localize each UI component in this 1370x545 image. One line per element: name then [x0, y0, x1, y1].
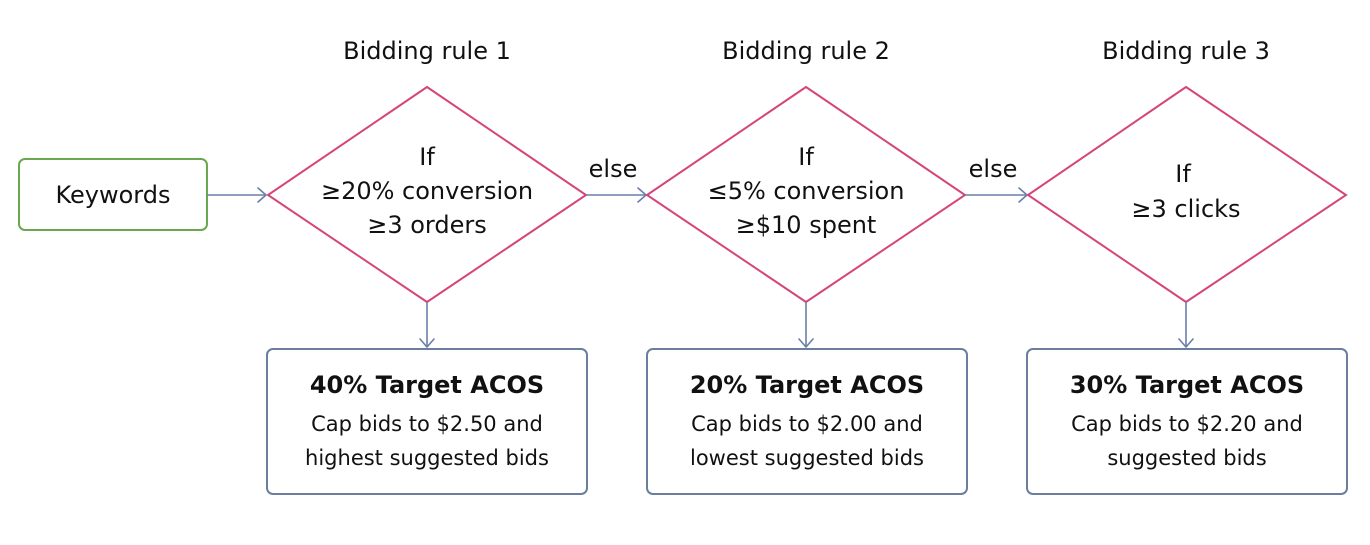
rule-1-outcome: 40% Target ACOS Cap bids to $2.50 and hi… [266, 348, 588, 495]
rule-1-condition-line-2: ≥3 orders [367, 211, 487, 239]
rule-2-title: Bidding rule 2 [722, 37, 890, 65]
rule-3-outcome: 30% Target ACOS Cap bids to $2.20 and su… [1026, 348, 1348, 495]
bidding-rule-3: Bidding rule 3 If ≥3 clicks 30% Target A… [1026, 37, 1348, 495]
rule-3-condition-line-1: ≥3 clicks [1131, 195, 1240, 223]
rule-1-title: Bidding rule 1 [343, 37, 511, 65]
rule-3-condition-if: If [1175, 160, 1191, 188]
else-label-2: else [969, 155, 1018, 183]
bidding-rule-2: Bidding rule 2 If ≤5% conversion ≥$10 sp… [645, 37, 968, 495]
rule-2-outcome-title: 20% Target ACOS [690, 371, 924, 399]
arrow-rule-1-to-outcome [419, 302, 435, 348]
rule-3-outcome-title: 30% Target ACOS [1070, 371, 1304, 399]
rule-1-outcome-box [266, 348, 588, 495]
bidding-rule-1: Bidding rule 1 If ≥20% conversion ≥3 ord… [266, 37, 588, 495]
keywords-label: Keywords [55, 181, 170, 209]
arrow-keywords-to-rule-1 [207, 187, 267, 203]
rule-3-outcome-line-2: suggested bids [1107, 446, 1266, 470]
rule-2-condition-line-1: ≤5% conversion [708, 177, 905, 205]
rule-1-condition-line-1: ≥20% conversion [321, 177, 533, 205]
arrow-rule-3-to-outcome [1178, 302, 1194, 348]
rule-2-condition-if: If [798, 143, 814, 171]
arrow-rule-2-to-rule-3: else [965, 155, 1028, 203]
rule-1-outcome-title: 40% Target ACOS [310, 371, 544, 399]
rule-1-outcome-line-1: Cap bids to $2.50 and [311, 412, 543, 436]
rule-3-title: Bidding rule 3 [1102, 37, 1270, 65]
rule-2-outcome: 20% Target ACOS Cap bids to $2.00 and lo… [646, 348, 968, 495]
rule-2-outcome-line-1: Cap bids to $2.00 and [691, 412, 923, 436]
rule-1-outcome-line-2: highest suggested bids [305, 446, 549, 470]
rule-2-condition-line-2: ≥$10 spent [736, 211, 877, 239]
rule-3-outcome-line-1: Cap bids to $2.20 and [1071, 412, 1303, 436]
arrow-rule-2-to-outcome [798, 302, 814, 348]
rule-1-condition-if: If [419, 143, 435, 171]
arrow-rule-1-to-rule-2: else [586, 155, 647, 203]
rule-3-outcome-box [1026, 348, 1348, 495]
rule-2-outcome-line-2: lowest suggested bids [690, 446, 924, 470]
keywords-node: Keywords [18, 158, 208, 231]
else-label-1: else [589, 155, 638, 183]
rule-2-outcome-box [646, 348, 968, 495]
